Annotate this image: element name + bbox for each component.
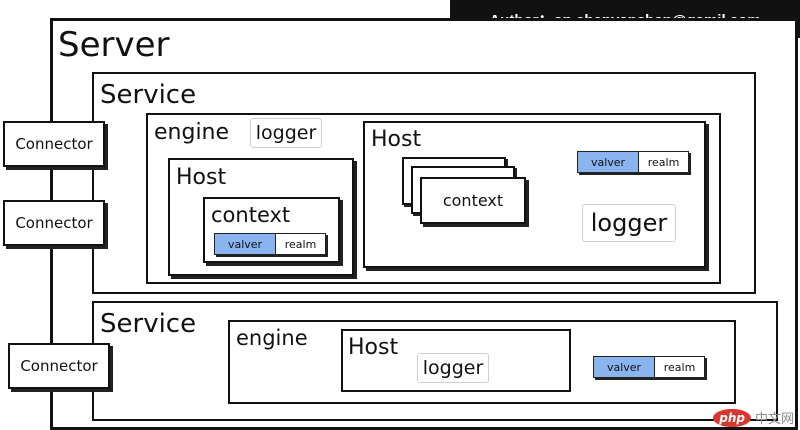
watermark-text: 中文网 — [754, 412, 794, 427]
realm-tag: realm — [639, 152, 688, 172]
server-label: Server — [58, 25, 170, 65]
valve-realm-pair-host-right: valver realm — [577, 151, 689, 173]
realm-tag: realm — [655, 357, 704, 377]
context-label-left: context — [211, 203, 291, 227]
connector-label: Connector — [20, 357, 98, 375]
connector-label: Connector — [15, 214, 93, 232]
valver-tag: valver — [578, 152, 639, 172]
context-stack-front: context — [420, 177, 526, 224]
connector-1: Connector — [3, 121, 105, 167]
connector-label: Connector — [15, 135, 93, 153]
php-logo: php — [713, 408, 751, 427]
host-label-left: Host — [176, 165, 227, 190]
service-label-1: Service — [100, 80, 197, 110]
context-stack-label: context — [442, 191, 504, 210]
valver-tag: valver — [594, 357, 655, 377]
engine-logger-1: logger — [250, 118, 322, 148]
valver-tag: valver — [215, 234, 276, 254]
host-right-logger: logger — [582, 204, 676, 242]
host-2-logger: logger — [417, 353, 489, 383]
valve-realm-pair-context: valver realm — [214, 233, 326, 255]
host-label-right: Host — [371, 127, 422, 152]
valve-realm-pair-engine-2: valver realm — [593, 356, 705, 378]
host-label-2: Host — [348, 335, 399, 360]
service-label-2: Service — [100, 309, 197, 339]
connector-3: Connector — [8, 343, 110, 389]
engine-label-1: engine — [154, 120, 230, 145]
connector-2: Connector — [3, 200, 105, 246]
site-watermark: php 中文网 — [713, 408, 794, 427]
realm-tag: realm — [276, 234, 325, 254]
engine-label-2: engine — [236, 326, 308, 350]
